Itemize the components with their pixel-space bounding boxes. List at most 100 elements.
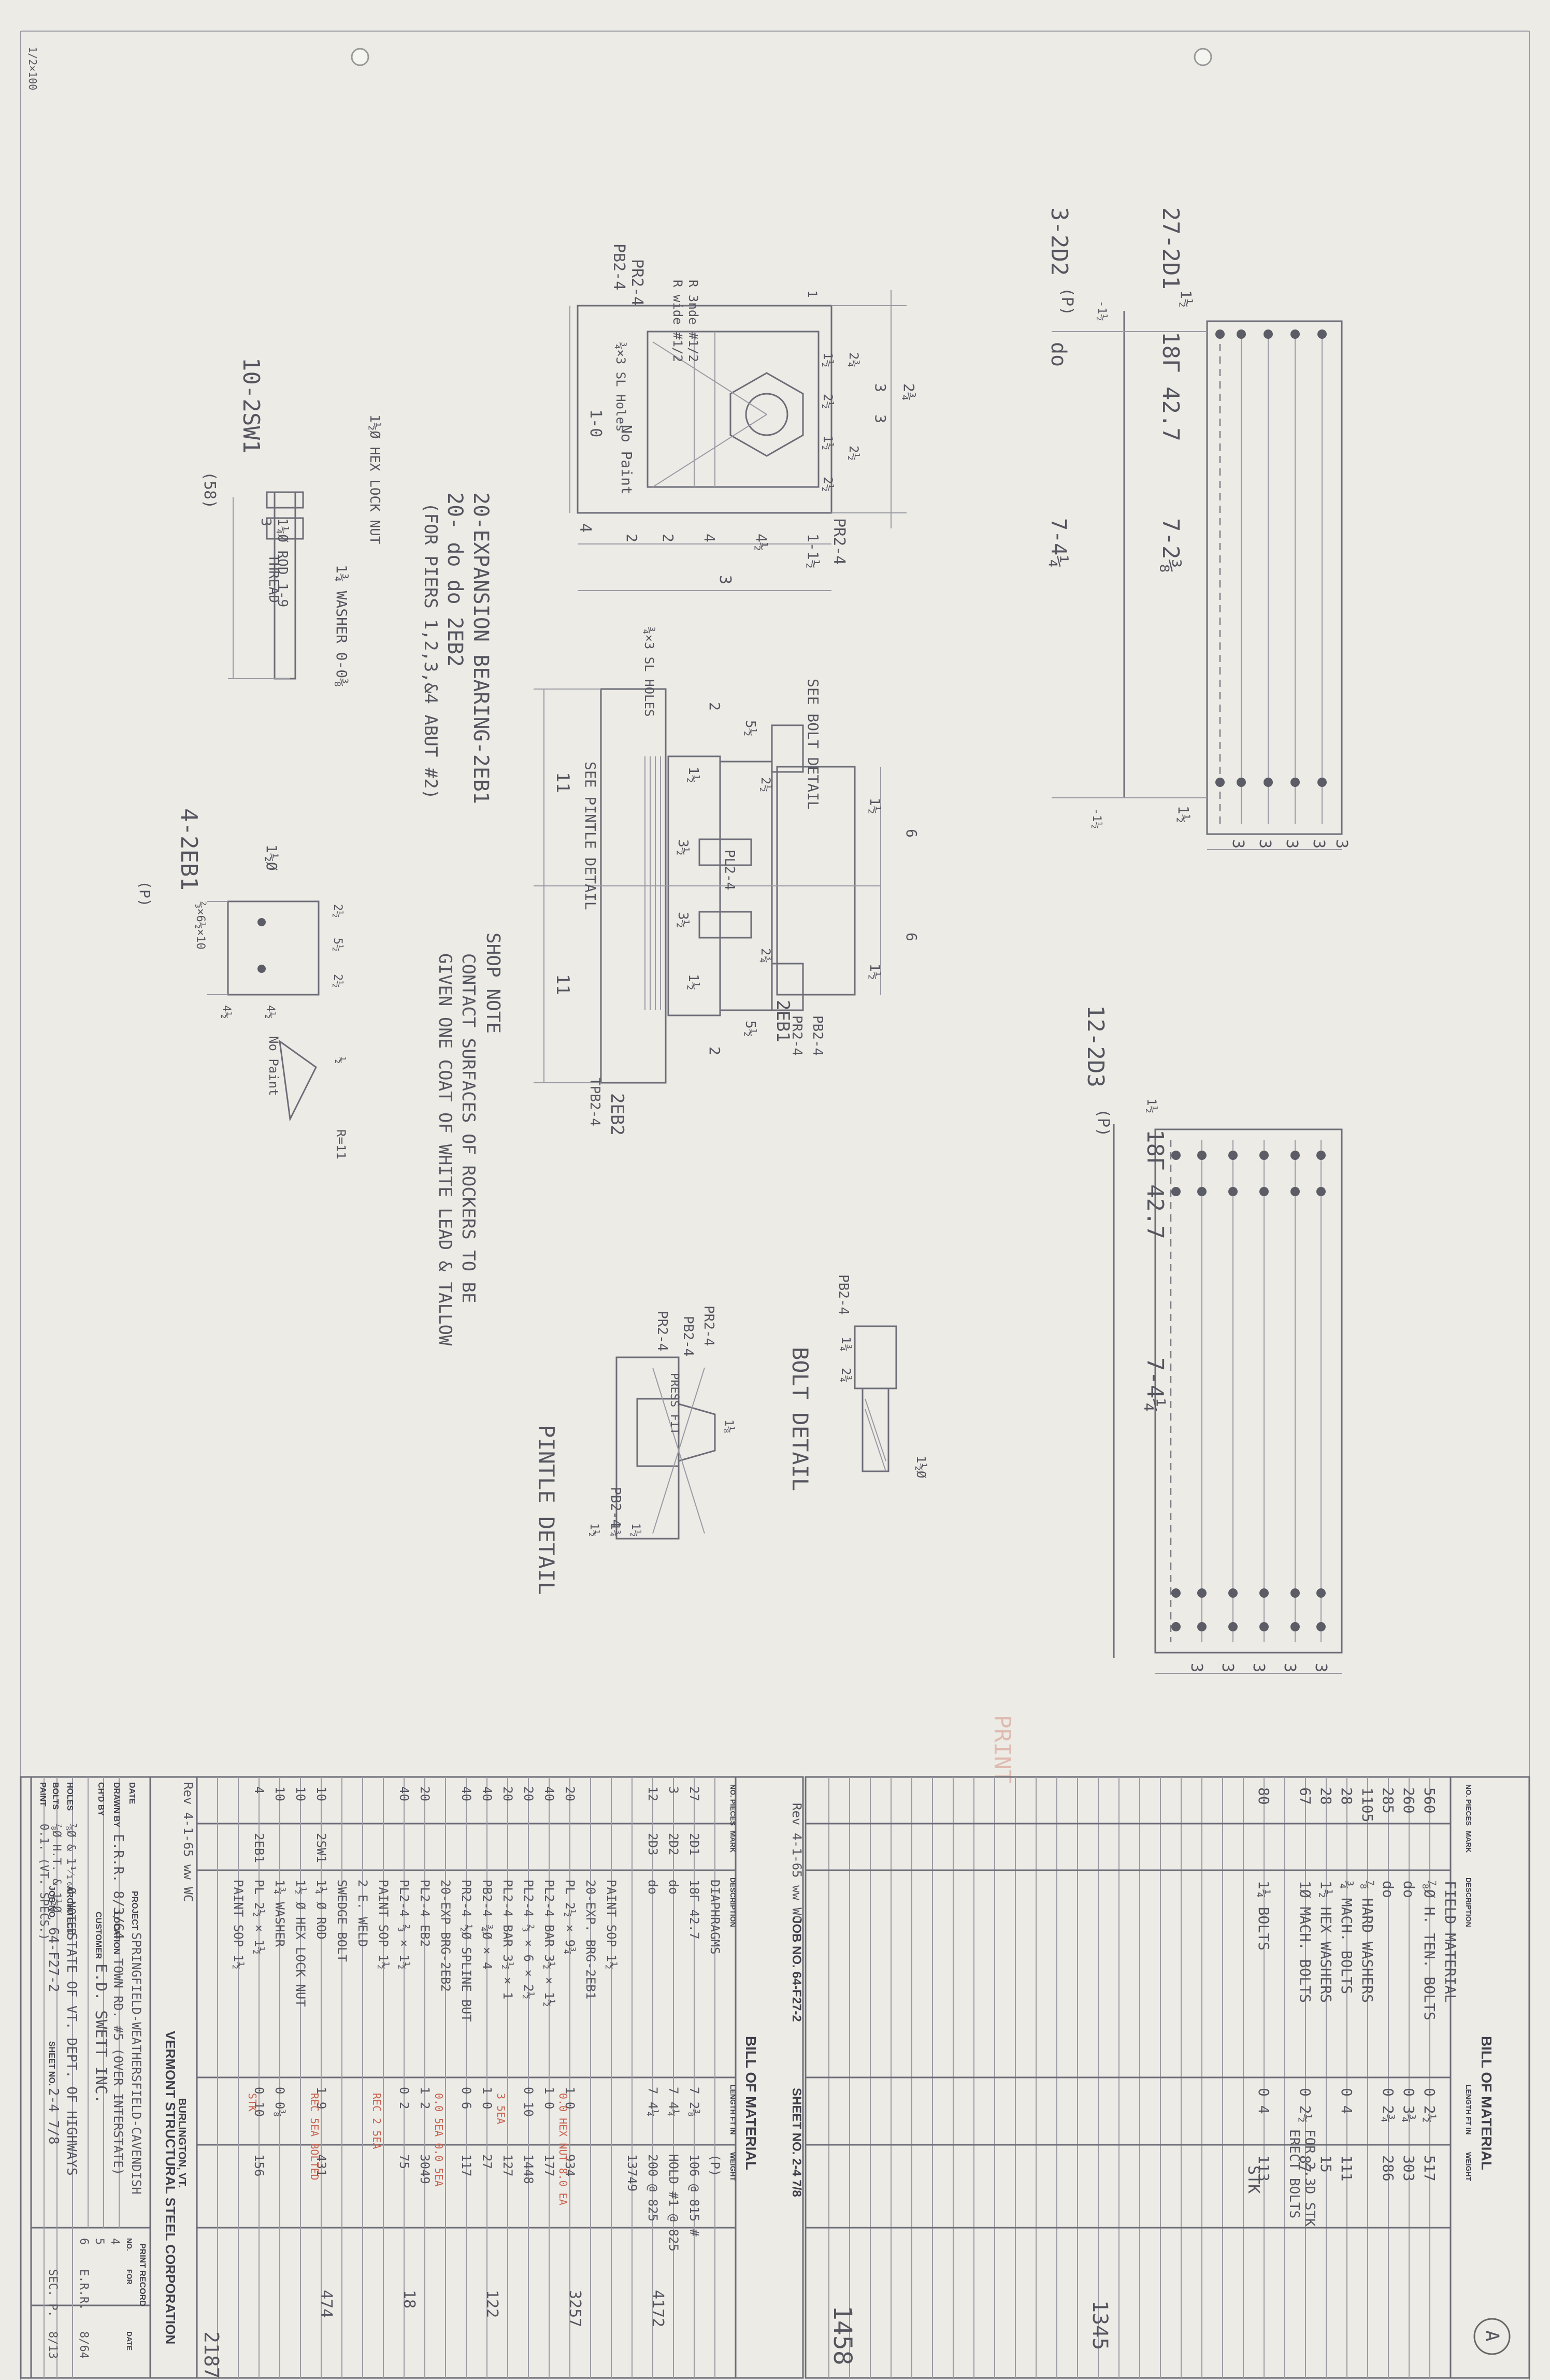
swedge-bolt-detail: 10-2SW1 (58) 1½Ø HEX LOCK NUT 1¾ WASHER … [200,357,382,687]
bom-left-cell: HOLD #1 @ 825 [666,2154,681,2252]
pintle-label-press: PRESS FIT [668,1373,681,1435]
plan-label-rwide: R wide #1/2 [670,280,685,362]
bom-left-cell: PL 2½ × 1½ [252,1880,266,1955]
bom-left-cell: 20 [563,1786,577,1801]
diaphragm-2d1-space-1: 3 [1229,839,1247,849]
elev-dim-5-5b: 5½ [742,1021,758,1037]
sheet-label: SHEET NO. [47,2041,56,2086]
bearing-title: 20-EXPANSION BEARING-2EB1 20- do do 2EB2… [420,492,493,804]
plate-2eb1-dim-f: ½ [334,1057,347,1064]
bom-left-cell: 1¼ Ø ROD [314,1880,328,1940]
bom-right-cell: 0 4 [1255,2088,1272,2114]
bom-left-cell: PAINT SOP 1½ [376,1880,391,1969]
bom-right-cell: 0 2¾ [1380,2088,1397,2123]
bom-left-cell: 1 2 [418,2087,432,2109]
bom-left-cell: 127 [500,2154,515,2176]
bom-left-cell: 200 @ 825 [645,2154,660,2221]
bom-left-cell: 10 [314,1786,328,1801]
swedge-label-3: 3 [258,518,274,526]
bom-left-cell: 0 0⅜ [272,2087,287,2117]
bom-right-cell: 111 [1338,2155,1355,2182]
elev-label-2eb1: 2EB1 [772,1000,793,1042]
bom-left-cell: 0 10 [252,2087,266,2117]
diaphragm-2d3-space-2: 3 [1218,1663,1237,1672]
company-city: BURLINGTON, VT. [176,2098,188,2188]
diaphragm-2d1-end1: -1½ [1095,300,1108,321]
diaphragm-2d3-length: 7-4¼ [1142,1357,1168,1412]
bom-left-cell: 2D2 [666,1833,681,1855]
bom-left-cell: PL2-4 BAR 3½ × 1½ [542,1880,556,2007]
bom-left-cell: 1 0 [542,2087,556,2109]
bom-left-cell: 27 [480,2154,494,2169]
bom-left-header: WEIGHT [729,2152,737,2181]
bom-right-cell: 1Ø MACH. BOLTS [1297,1881,1314,2003]
bolts-label: BOLTS [51,1782,60,1810]
company-name: VERMONT STRUCTURAL STEEL CORPORATION [163,2031,178,2344]
bom-left-subtotal: 3257 [566,2290,584,2327]
plate-2eb1-circle: (P) [136,881,153,907]
diaphragm-2d1-length: 7-2⅜ [1157,518,1184,573]
bom-left-rev: Rev 4-1-65 ww WC [790,1803,804,1923]
bom-right-brace-note: FOR 2.3D STK [1302,2129,1317,2227]
pintle-label-a: PR2-4 [701,1306,716,1346]
plan-dim-2-75b: 2½ [846,446,861,461]
plan-dim-1-0: 1-0 [586,409,605,437]
pintle-dim-d: 1½ [629,1523,642,1537]
pintle-label-c: PR2-4 [654,1311,670,1351]
diaphragm-2d3-space-1: 3 [1187,1663,1205,1672]
drawn-by: E.R.R. 8/3/64 [110,1834,126,1940]
diaphragm-2d1-space-3: 3 [1283,839,1301,849]
diaphragm-2d3-member: 18Г 42.7 [1142,1129,1168,1239]
shop-note-2: CONTACT SURFACES OF ROCKERS TO BE [458,953,479,1303]
bom-right-cell: 28 [1317,1787,1334,1805]
plan-dim-2-5a: 1½ [821,352,835,367]
elev-label-sl-holes: ¾×3 SL HOLES [642,627,656,716]
plan-dim-2a: 2 [623,534,640,542]
pintle-detail: PINTLE DETAIL PR2-4 PB2-4 PR2-4 PB2-4 PR… [534,1306,735,1595]
diaphragm-2d3-space-4: 3 [1281,1663,1299,1672]
bom-left-red-note: REC 2 5EA [370,2093,383,2149]
bom-left-subtotal: 18 [400,2290,418,2309]
elev-dim-11b: 11 [552,974,573,995]
customer-label: CUSTOMER [94,1912,103,1959]
diaphragm-2d3-outline [1154,1128,1343,1654]
diaphragm-2d2-desc: do [1046,342,1070,367]
print-record-cell: 6 [77,2238,90,2245]
bom-right-cell: 0 2½ [1297,2088,1314,2123]
sheet-value: 2-4 7/8 [46,2088,61,2145]
bom-left-cell: PL2-4 BAR 3½ × 1 [500,1880,515,1999]
print-record-label: PRINT RECORD [138,2243,147,2306]
plan-dim-3c: 2¾ [900,383,917,401]
elev-dim-2b: 2 [706,1046,723,1055]
bom-left-cell: 2 E. WELD [355,1880,370,1947]
plan-label-no-paint: No Paint [618,425,635,495]
elev-dim-3-5b: 3½ [675,912,691,928]
bom-right-cell: 260 [1400,1787,1417,1814]
diaphragm-2d2-p: (P) [1058,288,1076,316]
location-value: TOWN RD. #5 (OVER INTERSTATE) [111,1958,125,2175]
bom-left-header: DESCRIPTION [729,1877,737,1927]
elev-dim-3-5a: 3½ [675,839,691,855]
diaphragm-2d3-mark: 12-2D3 [1082,1005,1109,1087]
bom-left-cell: 431 [314,2154,328,2176]
diaphragm-2d1-edge2: 1½ [1175,806,1192,823]
job-label: JOB NO. [47,1886,56,1920]
elev-dim-2-5: 2½ [758,777,773,792]
bom-left-cell: (P) [708,2154,722,2176]
bom-left-red-note: 0.0 HEX NUT 8.0 EA [557,2093,569,2205]
diaphragm-2d1-space-2: 3 [1256,839,1274,849]
elev-dim-1-5a: 1½ [685,767,701,783]
bom-left-cell: 177 [542,2154,556,2176]
bom-left-cell: 2SW1 [314,1833,328,1863]
holes-value: ⅞Ø & 1¹⁄₁₆Ø NOTED [64,1824,77,1935]
bom-right-cell: 517 [1421,2155,1438,2182]
bom-left-subtotal: 4172 [649,2290,667,2327]
elev-label-tpb24: TPB2-4 [587,1078,602,1126]
plan-label-sl-holes: ¾×3 SL Holes [613,342,628,432]
bom-right-brace-note2: ERECT BOLTS [1286,2129,1302,2218]
circle-a [1473,2318,1511,2355]
bom-left-cell: 75 [397,2154,411,2169]
print-record-cell: E.R.R. [77,2269,90,2310]
